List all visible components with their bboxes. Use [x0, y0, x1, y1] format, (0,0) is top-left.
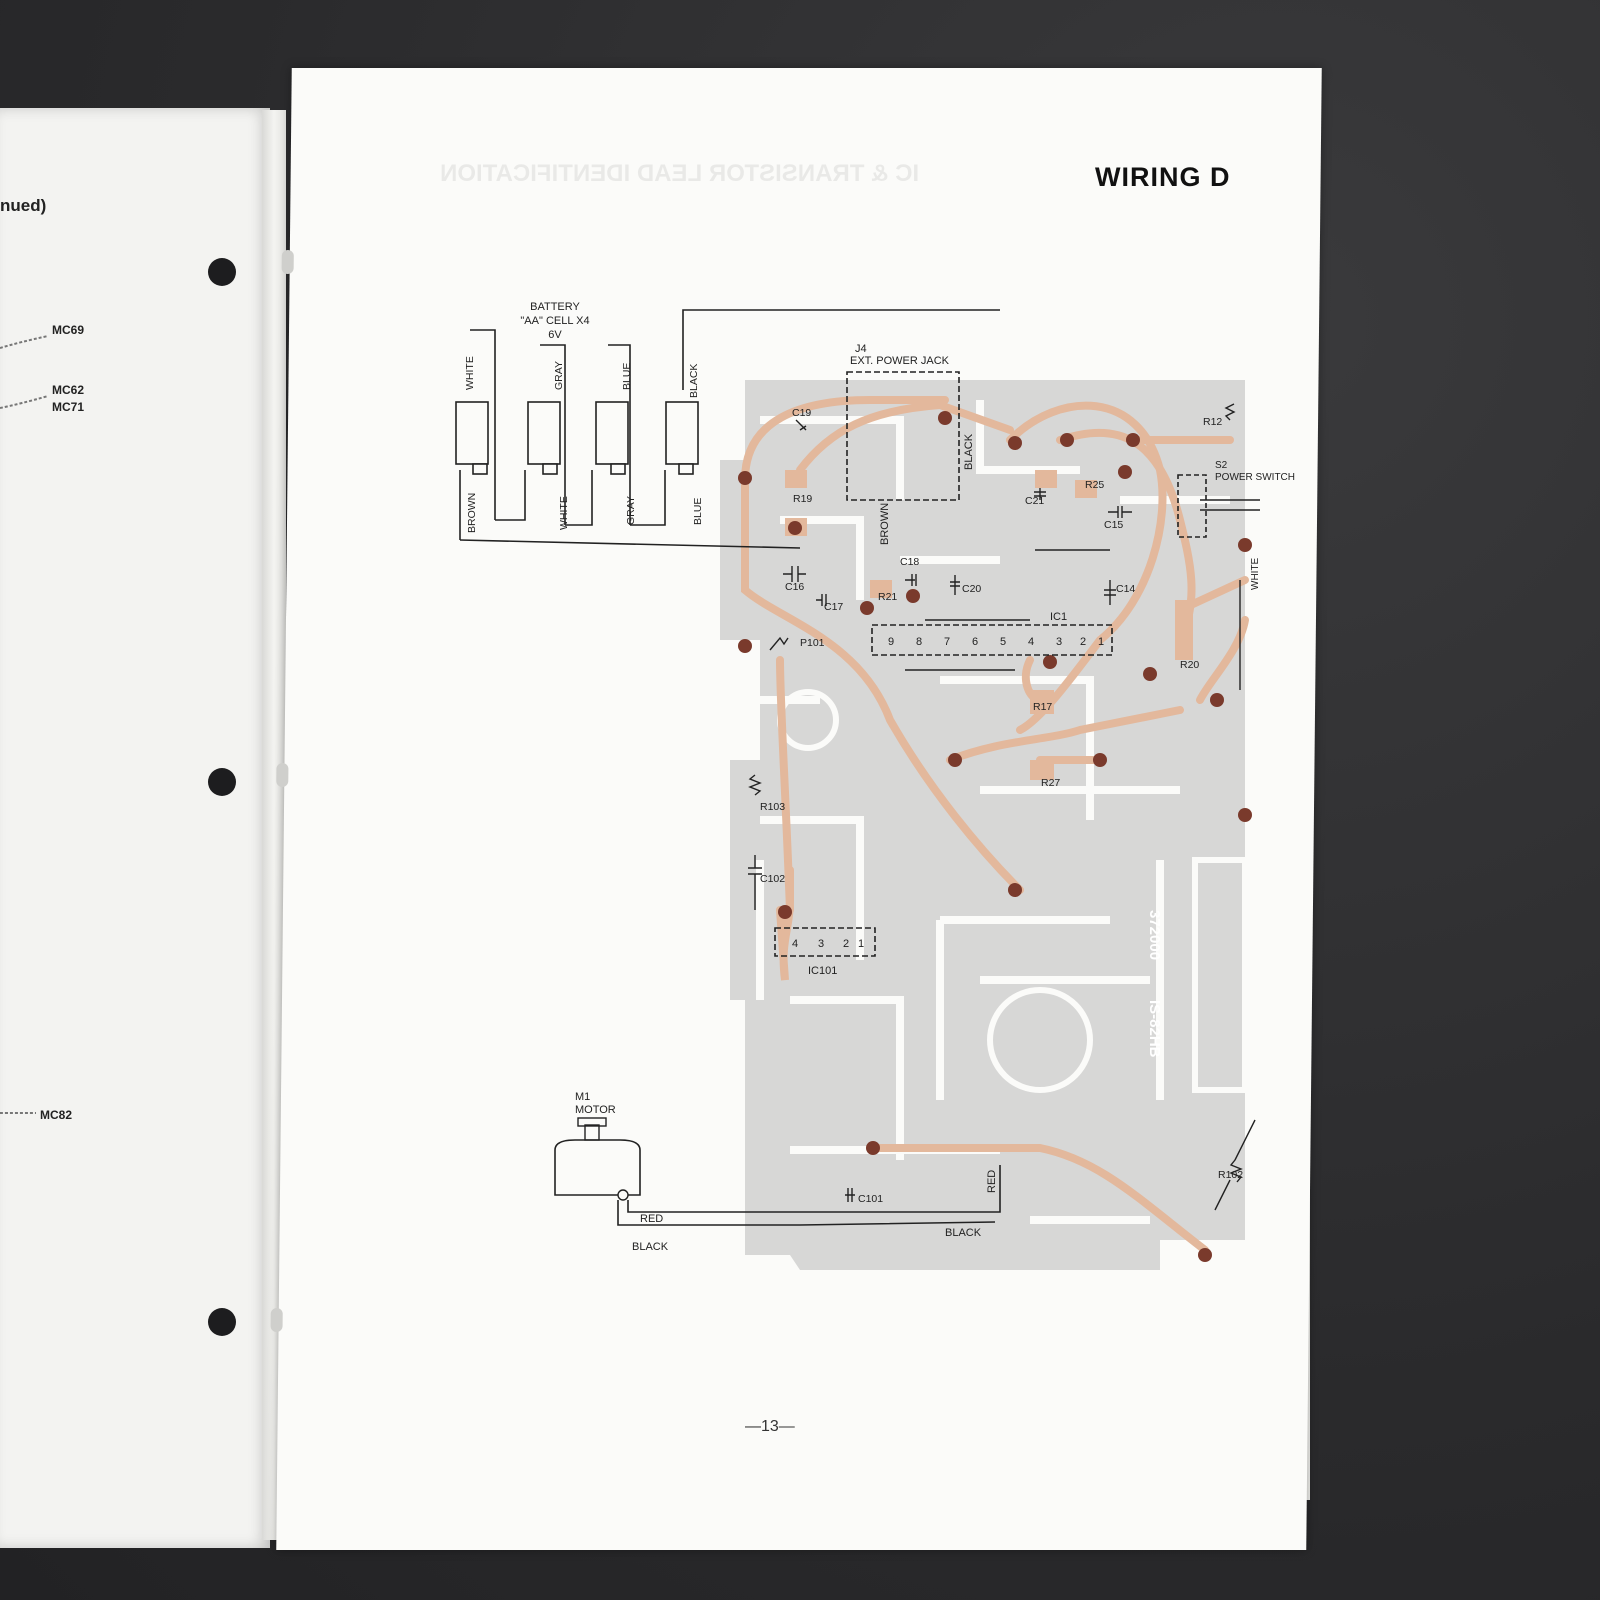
left-page-wires [0, 335, 49, 1114]
label-r19: R19 [793, 493, 812, 505]
ic101-pin: 2 [843, 938, 849, 950]
left-page-title: nued) [0, 196, 47, 215]
battery-title: BATTERY [530, 301, 580, 313]
label-c16: C16 [785, 581, 804, 593]
label-mc71: MC71 [52, 400, 85, 414]
battery-voltage: 6V [548, 329, 562, 341]
board-code: IS-82HB [1146, 1000, 1163, 1058]
wire-label: WHITE [558, 496, 570, 530]
jack-ref: J4 [855, 343, 867, 355]
label-c101: C101 [858, 1193, 883, 1205]
label-r12: R12 [1203, 416, 1222, 428]
solder-pads [785, 470, 1193, 780]
label-c17: C17 [824, 601, 843, 613]
ic101-pin: 4 [792, 938, 798, 950]
board-codes: 372000 IS-82HB [1146, 910, 1163, 1058]
ic1-pin: 7 [944, 636, 950, 648]
ic101-pin: 1 [858, 938, 864, 950]
ic1-pin: 2 [1080, 636, 1086, 648]
motor-name: MOTOR [575, 1104, 616, 1116]
label-r17: R17 [1033, 701, 1052, 713]
motor-wire-red: RED [640, 1213, 663, 1225]
component-symbols [748, 403, 1260, 1211]
switch-name: POWER SWITCH [1215, 472, 1295, 483]
battery-wire-labels: WHITE GRAY BLUE BLACK BROWN WHITE GRAY B… [464, 356, 704, 533]
label-c19: C19 [792, 407, 811, 419]
label-mc69: MC69 [52, 323, 85, 337]
label-p101: P101 [800, 637, 825, 649]
battery-cells [455, 401, 699, 475]
motor: M1 MOTOR RED BLACK RED BLACK [554, 1091, 1001, 1253]
ic1-pin: 9 [888, 636, 894, 648]
ic1-pin: 1 [1098, 636, 1104, 648]
ic1-pin: 3 [1056, 636, 1062, 648]
page-heading: WIRING D [1095, 162, 1231, 192]
ic1-pin: 5 [1000, 636, 1006, 648]
battery-wires [459, 309, 1000, 549]
label-c20: C20 [962, 583, 981, 595]
wire-label: BROWN [466, 493, 478, 533]
label-mc82: MC82 [40, 1108, 73, 1122]
ic1-label: IC1 [1050, 611, 1067, 623]
label-c14: C14 [1116, 583, 1135, 595]
solder-holes [738, 411, 1252, 1262]
wire-label: GRAY [553, 361, 565, 390]
ic101-label: IC101 [808, 965, 837, 977]
label-r25: R25 [1085, 479, 1104, 491]
wire-label: WHITE [464, 356, 476, 390]
label-r102: R102 [1218, 1169, 1243, 1181]
ic101-pin: 3 [818, 938, 824, 950]
component-labels: C19 R19 C21 R25 C15 R12 C16 C18 C20 C14 … [760, 407, 1243, 1205]
label-c18: C18 [900, 556, 919, 568]
wire-label: BLUE [621, 363, 633, 390]
ic1: IC1 9 8 7 6 5 4 3 2 1 [871, 611, 1113, 656]
ic101: IC101 4 3 2 1 [774, 927, 876, 977]
wire-label: BLACK [688, 364, 700, 398]
ic1-pin: 4 [1028, 636, 1034, 648]
binder-hole [208, 258, 236, 286]
jack-wire-brown: BROWN [879, 503, 891, 545]
power-jack: J4 EXT. POWER JACK BLACK BROWN [846, 343, 975, 545]
label-c15: C15 [1104, 519, 1123, 531]
label-c102: C102 [760, 873, 785, 885]
battery-spec: "AA" CELL X4 [520, 315, 589, 327]
label-r27: R27 [1041, 777, 1060, 789]
jack-wire-black: BLACK [963, 433, 975, 470]
switch-ref: S2 [1215, 460, 1228, 471]
jack-name: EXT. POWER JACK [850, 355, 950, 367]
copper-traces [741, 396, 1249, 1254]
binder-hole [208, 1308, 236, 1336]
pcb-board [720, 380, 1245, 1270]
label-r21: R21 [878, 591, 897, 603]
label-mc62: MC62 [52, 383, 85, 397]
label-r103: R103 [760, 801, 785, 813]
wire-label: GRAY [625, 496, 637, 525]
battery-labels: BATTERY "AA" CELL X4 6V [520, 301, 589, 341]
ic1-pin: 6 [972, 636, 978, 648]
motor-ref: M1 [575, 1091, 590, 1103]
power-switch: S2 POWER SWITCH WHITE [1177, 460, 1295, 590]
page-number: —13— [745, 1418, 795, 1435]
board-code: 372000 [1146, 910, 1163, 960]
left-page: nued) MC69 MC62 MC71 MC82 [0, 108, 270, 1548]
wire-label: BLUE [692, 498, 704, 525]
switch-wire: WHITE [1250, 557, 1261, 590]
board-wire-red: RED [986, 1170, 998, 1193]
label-r20: R20 [1180, 659, 1199, 671]
label-c21: C21 [1025, 495, 1044, 507]
motor-wire-black: BLACK [632, 1241, 669, 1253]
ic1-pin: 8 [916, 636, 922, 648]
board-wire-black: BLACK [945, 1227, 982, 1239]
binder-hole [208, 768, 236, 796]
